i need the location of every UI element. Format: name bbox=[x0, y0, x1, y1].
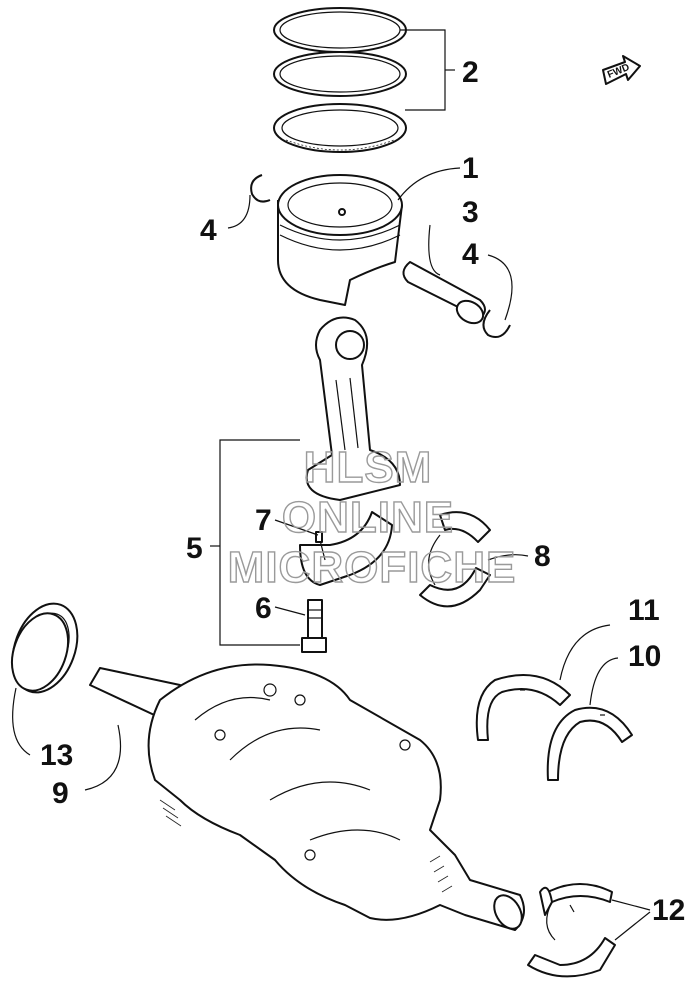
callout-labels: 2 1 3 4 4 5 7 6 8 11 10 13 9 12 bbox=[40, 56, 685, 927]
callout-4-left: 4 bbox=[200, 214, 217, 247]
callout-11: 11 bbox=[628, 594, 660, 627]
leader-10 bbox=[589, 657, 619, 706]
rod-cap[interactable] bbox=[299, 511, 393, 586]
callout-4-right: 4 bbox=[462, 238, 479, 271]
rod-bearing-halves[interactable] bbox=[419, 511, 491, 608]
callout-6: 6 bbox=[255, 592, 272, 625]
leader-12a bbox=[611, 899, 651, 911]
connecting-rod[interactable] bbox=[305, 316, 401, 501]
leader-4a bbox=[227, 194, 251, 229]
callout-2: 2 bbox=[462, 56, 479, 89]
thrust-washer-lower[interactable] bbox=[546, 706, 633, 781]
leader-8 bbox=[487, 554, 529, 561]
callout-1: 1 bbox=[462, 152, 479, 185]
watermark: HLSM ONLINE MICROFICHE bbox=[227, 442, 517, 592]
leader-7 bbox=[274, 519, 319, 536]
leader-1 bbox=[397, 167, 461, 201]
callout-10: 10 bbox=[628, 640, 661, 673]
rod-bolt[interactable] bbox=[301, 599, 327, 653]
leader-4b bbox=[487, 254, 513, 321]
crankshaft[interactable] bbox=[89, 663, 527, 933]
leader-6 bbox=[274, 606, 306, 616]
rod-bracket bbox=[219, 439, 300, 646]
leader-11 bbox=[559, 624, 611, 681]
ring-bracket bbox=[400, 29, 446, 111]
leader-13 bbox=[12, 687, 31, 756]
piston-pin[interactable] bbox=[402, 261, 487, 328]
leader-3 bbox=[428, 224, 441, 276]
dowel-pin[interactable] bbox=[315, 531, 323, 543]
main-bearing-halves[interactable] bbox=[527, 883, 616, 978]
callout-13: 13 bbox=[40, 739, 73, 772]
leader-12b bbox=[614, 911, 651, 941]
callout-9: 9 bbox=[52, 777, 69, 810]
circlip-left[interactable] bbox=[250, 174, 271, 203]
callout-7: 7 bbox=[255, 504, 272, 537]
callout-5: 5 bbox=[186, 532, 203, 565]
callout-3: 3 bbox=[462, 196, 479, 229]
piston-rings[interactable] bbox=[273, 7, 407, 153]
watermark-line2: ONLINE bbox=[282, 493, 454, 542]
watermark-line3: MICROFICHE bbox=[228, 543, 517, 592]
callout-8: 8 bbox=[534, 540, 551, 573]
callout-12: 12 bbox=[652, 894, 685, 927]
piston[interactable] bbox=[277, 174, 403, 306]
oil-seal[interactable] bbox=[1, 595, 89, 702]
leader-9 bbox=[84, 724, 122, 791]
watermark-line1: HLSM bbox=[304, 443, 433, 492]
fwd-arrow-icon: FWD bbox=[602, 55, 641, 85]
thrust-washer-upper[interactable] bbox=[475, 674, 571, 741]
circlip-right[interactable] bbox=[482, 309, 511, 338]
